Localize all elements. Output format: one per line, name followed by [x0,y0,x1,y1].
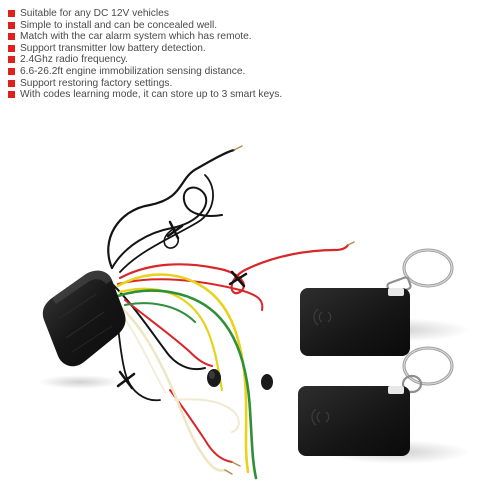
wire-tip [224,469,233,475]
bullet-square-icon [8,67,15,75]
feature-text: With codes learning mode, it can store u… [20,89,283,101]
feature-item: Support restoring factory settings. [8,78,488,90]
key-tag-body [300,288,410,356]
bullet-square-icon [8,79,15,87]
cable-tie [166,220,184,240]
wire-tip [233,145,243,151]
key-tag-body [298,386,410,456]
bullet-square-icon [8,21,15,29]
feature-text: Support transmitter low battery detectio… [20,42,206,54]
black-wire [111,186,223,269]
bullet-square-icon [8,10,15,17]
bullet-square-icon [8,91,15,99]
feature-item: Match with the car alarm system which ha… [8,31,488,43]
feature-text: Suitable for any DC 12V vehicles [20,8,169,19]
feature-text: 6.6-26.2ft engine immobilization sensing… [20,65,246,77]
red-wire [117,278,264,311]
red-wire [169,389,233,463]
feature-item: 6.6-26.2ft engine immobilization sensing… [8,66,488,78]
feature-item: Simple to install and can be concealed w… [8,20,488,32]
wire-connector [207,369,273,390]
white-wire [174,398,240,433]
wireless-icon [311,408,330,426]
feature-text: Support restoring factory settings. [20,77,173,89]
feature-item: With codes learning mode, it can store u… [8,89,488,101]
green-wire [116,289,258,480]
cable-tie [228,270,248,288]
black-wire [119,174,214,273]
black-wire [107,279,206,370]
smart-key-top [300,248,470,356]
feature-item: 2.4Ghz radio frequency. [8,54,488,66]
black-wire [163,227,180,249]
red-wire [118,243,350,295]
yellow-wire [118,287,224,392]
control-module [38,270,126,389]
black-wire [107,148,236,270]
wiring-harness [107,145,355,480]
feature-text: Simple to install and can be concealed w… [20,19,218,31]
bullet-square-icon [8,56,15,64]
cable-tie [116,370,136,390]
wire-tip [347,241,355,246]
feature-text: 2.4Ghz radio frequency. [20,54,128,66]
green-wire [124,302,196,323]
feature-item: Support transmitter low battery detectio… [8,43,488,55]
feature-text: Match with the car alarm system which ha… [20,31,252,43]
cable-ties [116,220,248,390]
wire-tip [231,461,241,467]
feature-list: Suitable for any DC 12V vehicles Simple … [8,8,488,101]
wireless-icon [313,308,332,326]
red-wire [124,299,213,367]
bullet-square-icon [8,33,15,41]
feature-item: Suitable for any DC 12V vehicles [8,8,488,20]
white-wire [110,298,227,472]
smart-key-bottom [298,346,470,464]
bullet-square-icon [8,44,15,52]
